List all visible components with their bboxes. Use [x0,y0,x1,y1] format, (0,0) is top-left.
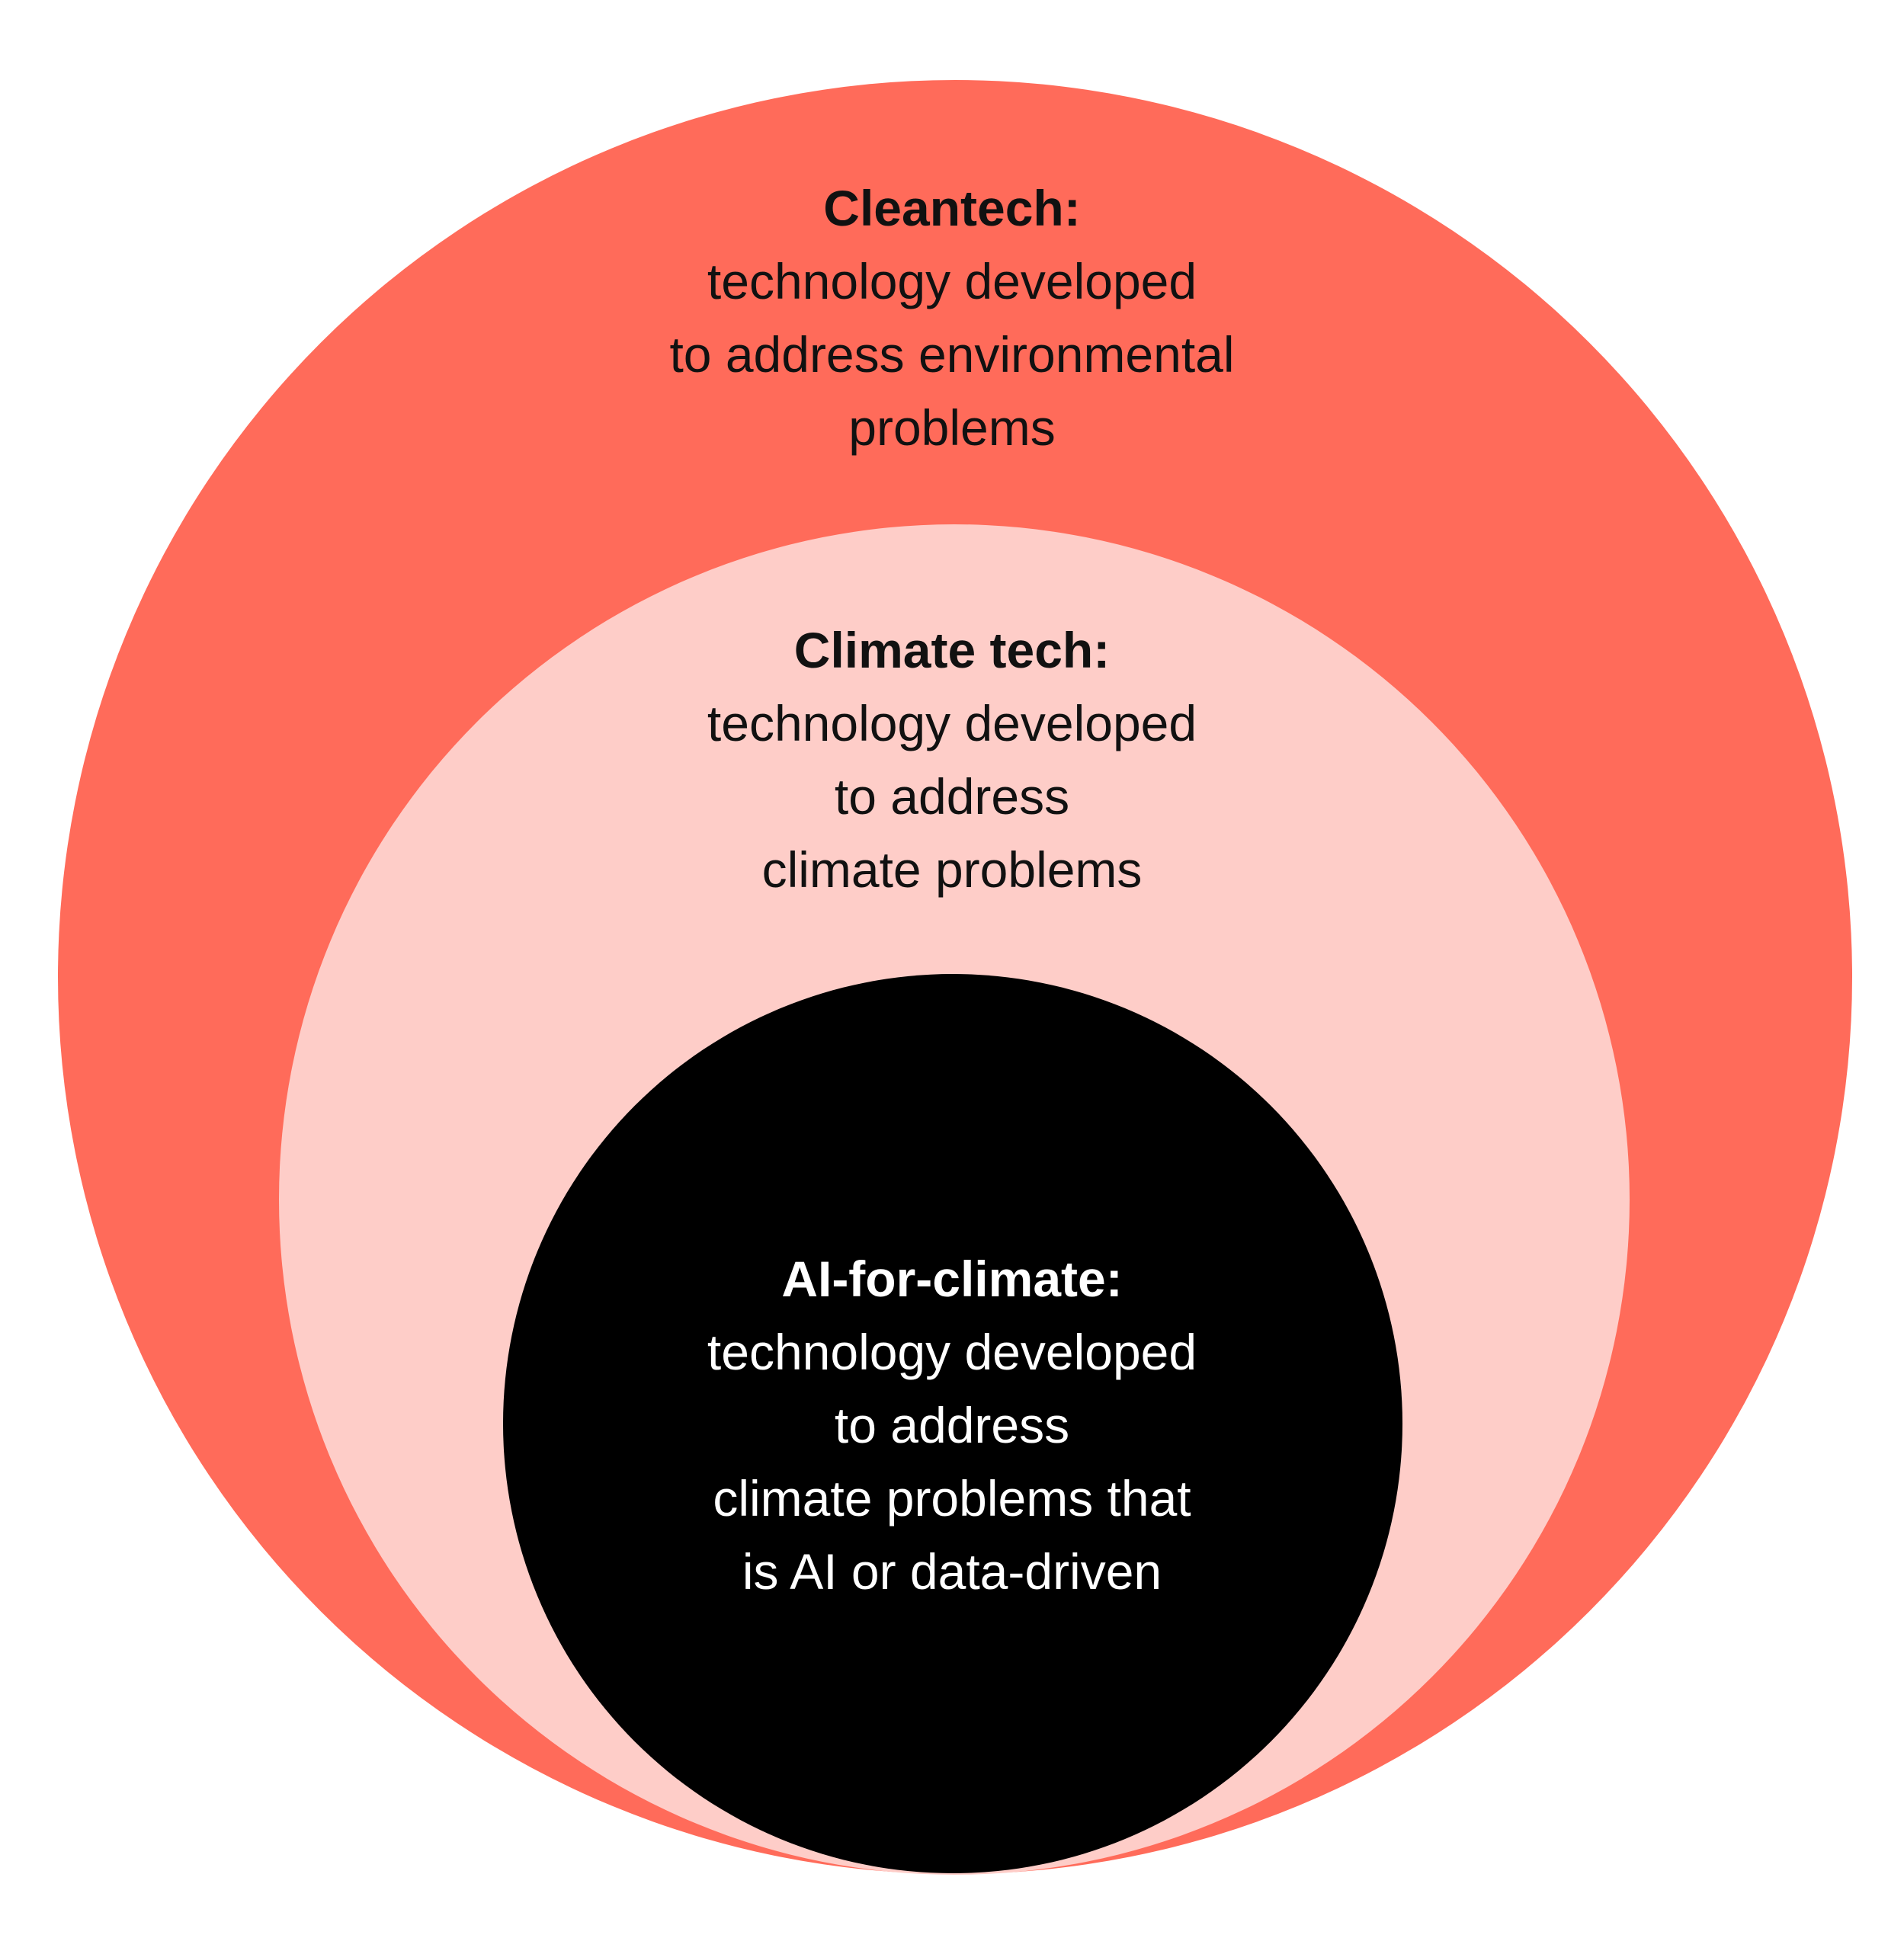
climate-tech-line-1: technology developed [707,695,1197,751]
ai-for-climate-line-3: climate problems that [713,1470,1191,1527]
ai-for-climate-title: AI-for-climate: [781,1251,1123,1307]
cleantech-line-3: problems [848,399,1056,456]
climate-tech-title: Climate tech: [793,622,1111,678]
cleantech-line-2: to address environmental [669,326,1235,383]
ai-for-climate-line-2: to address [834,1397,1070,1453]
cleantech-title: Cleantech: [823,180,1081,236]
climate-tech-line-2: to address [834,768,1070,825]
climate-tech-line-3: climate problems [761,841,1143,898]
climate-tech-label: Climate tech: technology developed to ad… [0,613,1904,906]
cleantech-line-1: technology developed [707,253,1197,309]
ai-for-climate-line-4: is AI or data-driven [742,1543,1162,1600]
ai-for-climate-line-1: technology developed [707,1324,1197,1380]
cleantech-label: Cleantech: technology developed to addre… [0,171,1904,464]
ai-for-climate-label: AI-for-climate: technology developed to … [0,1242,1904,1608]
ai-for-climate-circle [503,974,1402,1873]
